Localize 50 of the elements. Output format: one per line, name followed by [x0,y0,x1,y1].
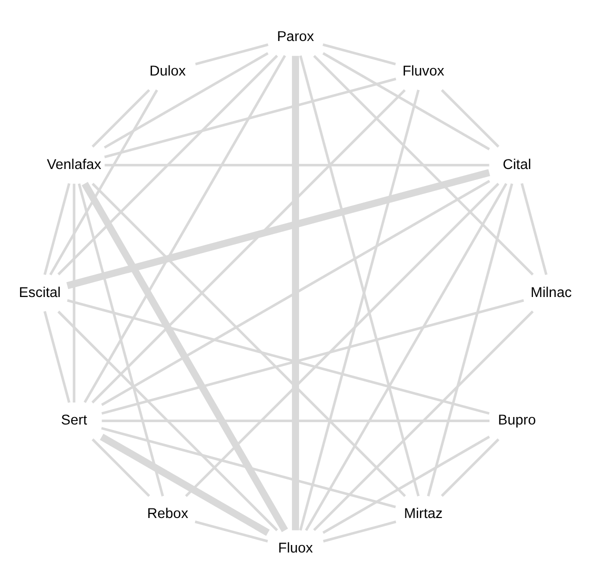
connector [82,182,288,532]
connector [57,310,278,532]
connector [322,52,490,150]
connector [102,420,490,422]
connector [100,434,270,536]
connector [322,436,490,534]
connector [195,43,268,66]
node-text: Mirtaz [404,506,443,522]
connector [104,164,490,166]
connector [323,520,396,542]
connector [92,438,150,497]
connector [194,520,268,542]
node-text: Fluox [278,540,313,556]
connector [101,180,490,406]
connector [304,183,508,531]
connector [92,182,406,498]
connector [101,299,524,415]
node-text: Escital [18,284,61,301]
connector [104,52,269,149]
connector [440,89,500,148]
connector [72,184,76,402]
connector [57,54,278,276]
node-text: Venlafax [46,156,102,173]
connector [104,78,396,158]
connector [66,169,490,290]
node-text: Cital [502,156,532,173]
connector [313,310,534,532]
node-text: Dulox [150,63,186,80]
node-text: Parox [276,29,314,46]
connector [49,89,158,276]
node-text: Sert [61,412,88,429]
connector [520,183,548,276]
connector [185,182,500,498]
connector [66,299,490,415]
node-text: Bupro [498,412,536,429]
connector [84,54,286,403]
connector [322,43,396,66]
connector [101,426,396,508]
connector [440,438,500,497]
connector [43,310,70,403]
node-text: Fluvox [402,63,444,80]
connector [313,54,534,276]
connector [292,56,300,530]
connector [91,89,406,404]
connector [43,183,70,276]
connector [92,89,150,148]
node-text: Milnac [530,284,572,301]
connector [78,183,164,496]
connector [427,183,514,496]
node-text: Rebox [147,506,188,522]
